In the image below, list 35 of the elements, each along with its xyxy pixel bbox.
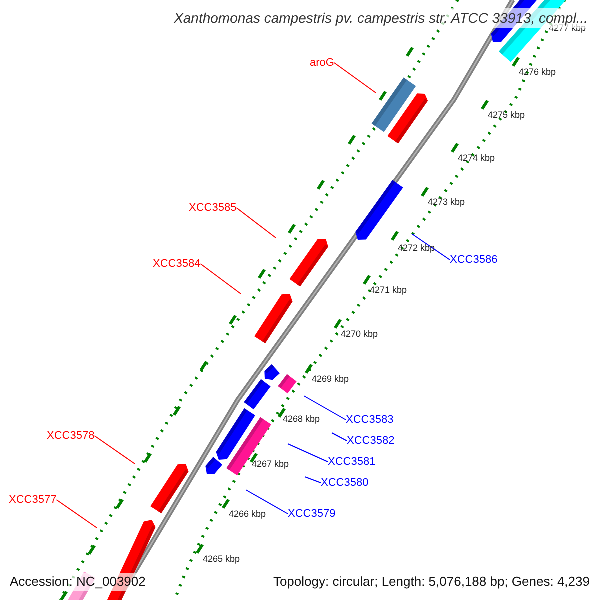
leader-line [236,208,276,238]
gene-label: XCC3577 [9,493,57,507]
tick-label: 4277 kbp [549,23,586,34]
gene-label: aroG [310,56,334,70]
tick-label: 4275 kbp [488,109,526,121]
leader-line [412,234,450,260]
gene-label: XCC3585 [189,201,237,215]
tick-label: 4266 kbp [229,508,266,520]
tick-label: 4274 kbp [458,152,496,164]
gene-label: XCC3583 [346,413,394,427]
tick-label: 4265 kbp [203,553,240,565]
leader-line [94,436,136,464]
gene-label: XCC3581 [328,455,376,469]
gene-label: XCC3578 [47,429,95,443]
tick-label: 4273 kbp [428,196,466,208]
gene-label: XCC3584 [153,257,201,271]
tick-label: 4272 kbp [398,242,436,254]
tick-label: 4268 kbp [283,413,320,425]
leader-line [304,476,322,484]
tick-label: 4270 kbp [341,328,378,340]
leader-line [288,444,328,462]
leader-line [56,500,98,528]
leader-line [246,490,288,514]
gene-label: XCC3579 [288,507,336,521]
tick-label: 4267 kbp [252,458,290,470]
leader-line [332,432,348,442]
tick-label: 4269 kbp [312,373,350,385]
gene-label: XCC3580 [321,476,369,490]
tick-label: 4276 kbp [519,66,556,78]
gene-label: XCC3586 [450,253,498,267]
leader-line [334,62,376,94]
gene-label: XCC3582 [347,434,395,448]
tick-label: 4271 kbp [370,284,408,296]
leader-line [200,264,242,294]
leader-line [304,396,346,420]
